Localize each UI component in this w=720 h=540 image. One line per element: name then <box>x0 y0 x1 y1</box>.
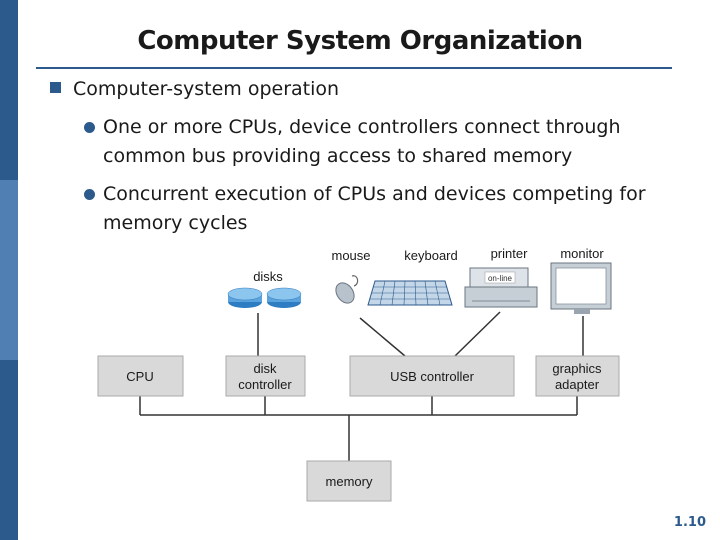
usb-controller-label: USB controller <box>390 369 474 384</box>
cpu-box <box>97 355 184 397</box>
mouse-label: mouse <box>331 248 370 263</box>
disk-controller-label-line2: controller <box>238 377 292 392</box>
round-bullet-icon <box>84 122 95 133</box>
graphics-adapter-label-line1: graphics <box>552 361 602 376</box>
disk-controller-label-line1: disk <box>253 361 277 376</box>
graphics-adapter-label-line2: adapter <box>555 377 600 392</box>
title-divider <box>36 67 672 69</box>
cpu-label: CPU <box>126 369 153 384</box>
graphics-adapter-box <box>535 355 620 397</box>
sub-bullet-text: Concurrent execution of CPUs and devices… <box>103 183 646 234</box>
sub-bullet-cpus: One or more CPUs, device controllers con… <box>84 113 704 171</box>
printer-icon <box>464 267 538 308</box>
sidebar-bar <box>0 0 18 540</box>
memory-label: memory <box>326 474 373 489</box>
disks-icon <box>227 287 302 308</box>
usb-controller-box <box>349 355 515 397</box>
page-number: 1.10 <box>673 515 706 530</box>
memory-box <box>306 460 392 502</box>
printer-display-label: on-line <box>488 274 513 283</box>
round-bullet-icon <box>84 189 95 200</box>
slide-title: Computer System Organization <box>137 26 583 56</box>
disk-controller-box <box>225 355 306 397</box>
keyboard-icon <box>367 280 453 306</box>
sub-bullet-text: One or more CPUs, device controllers con… <box>103 116 621 167</box>
bus-lines <box>139 311 584 461</box>
bullet-text: Computer-system operation <box>73 78 340 100</box>
sidebar-segment <box>0 180 18 360</box>
sub-bullet-concurrent: Concurrent execution of CPUs and devices… <box>84 180 704 238</box>
keyboard-label: keyboard <box>404 248 457 263</box>
square-bullet-icon <box>50 82 61 93</box>
monitor-icon <box>550 262 612 314</box>
bullet-computer-system-operation: Computer-system operation <box>50 78 339 100</box>
mouse-icon <box>335 275 359 304</box>
monitor-label: monitor <box>560 246 604 261</box>
printer-label: printer <box>491 246 529 261</box>
disks-label: disks <box>253 269 283 284</box>
